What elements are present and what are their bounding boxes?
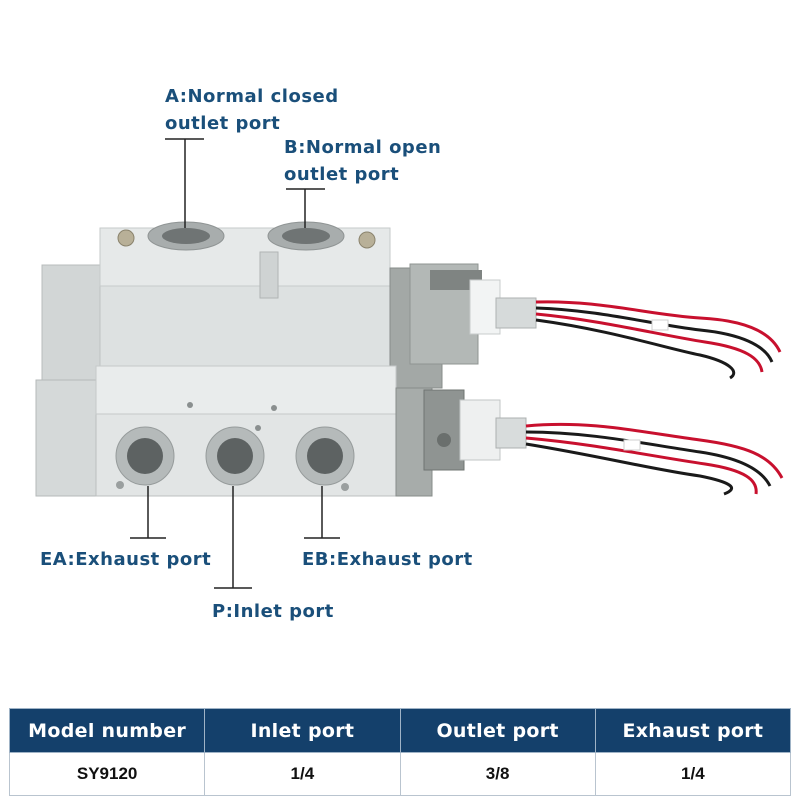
header-exhaust-port: Exhaust port [594,708,792,753]
rear-wires [535,300,782,380]
callout-lines [130,138,340,589]
callout-b-normal-open: B:Normal open outlet port [284,134,441,188]
callout-a-line2: outlet port [165,113,281,134]
header-inlet-port: Inlet port [204,708,401,753]
header-outlet-port: Outlet port [399,708,596,753]
callout-p-inlet: P:Inlet port [212,601,334,622]
front-valve-body [35,365,527,497]
solenoid-valve-illustration [35,138,784,589]
callout-ea-exhaust: EA:Exhaust port [40,549,212,570]
callout-eb-exhaust: EB:Exhaust port [302,549,473,570]
front-wires [525,422,784,496]
callout-a-line1: A:Normal closed [165,86,339,107]
cell-model-number: SY9120 [8,752,206,796]
spec-table: Model number Inlet port Outlet port Exha… [8,708,792,796]
callout-b-line2: outlet port [284,164,400,185]
callout-a-normal-closed: A:Normal closed outlet port [165,83,339,137]
cell-outlet-port: 3/8 [399,752,596,796]
spec-table-header-row: Model number Inlet port Outlet port Exha… [8,708,792,753]
callout-b-line1: B:Normal open [284,137,442,158]
cell-inlet-port: 1/4 [204,752,401,796]
cell-exhaust-port: 1/4 [594,752,792,796]
table-row: SY9120 1/4 3/8 1/4 [8,752,792,796]
header-model-number: Model number [8,708,206,753]
